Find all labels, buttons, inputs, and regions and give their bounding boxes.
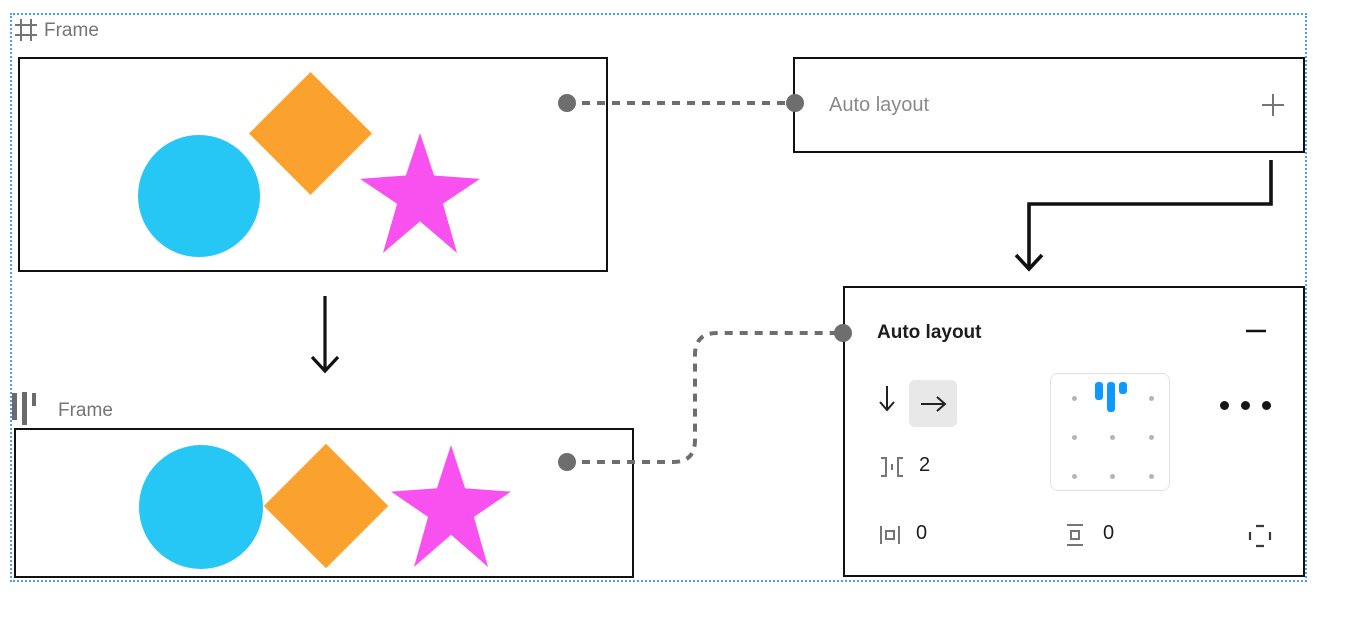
diamond-shape <box>248 71 373 196</box>
vertical-padding-value[interactable]: 0 <box>1103 522 1115 544</box>
horizontal-padding-icon <box>878 523 902 547</box>
align-dot <box>1149 474 1154 479</box>
frame-top-label: Frame <box>44 20 99 41</box>
align-dot <box>1072 396 1077 401</box>
ellipsis-icon[interactable] <box>1220 401 1271 410</box>
align-dot <box>1072 474 1077 479</box>
auto-layout-panel-expanded: Auto layout 2 0 0 <box>843 286 1305 577</box>
circle-shape <box>138 135 260 257</box>
spacing-value[interactable]: 2 <box>919 454 931 476</box>
auto-layout-frame-icon <box>12 392 38 425</box>
plus-icon[interactable] <box>1259 91 1287 119</box>
individual-padding-icon[interactable] <box>1247 523 1273 549</box>
frame-grid-icon <box>14 18 38 42</box>
frame-bottom <box>14 428 634 578</box>
arrow-right-icon <box>918 394 949 414</box>
align-dot <box>1149 396 1154 401</box>
canvas-selection-border <box>10 13 1307 582</box>
auto-layout-panel-collapsed: Auto layout <box>793 57 1305 153</box>
vertical-padding-icon <box>1063 522 1087 548</box>
alignment-indicator-bar <box>1095 382 1103 400</box>
arrow-down-icon[interactable] <box>877 383 897 414</box>
frame-bottom-label: Frame <box>58 400 113 421</box>
circle-shape <box>139 445 263 569</box>
frame-top <box>18 57 608 272</box>
align-dot <box>1072 435 1077 440</box>
align-dot <box>1110 435 1115 440</box>
diamond-shape <box>263 443 389 569</box>
star-shape <box>360 133 480 253</box>
gap-between-items-icon <box>879 455 905 479</box>
alignment-indicator-bar <box>1107 382 1115 412</box>
alignment-indicator-bar <box>1119 382 1127 394</box>
auto-layout-collapsed-title: Auto layout <box>829 93 930 116</box>
auto-layout-expanded-title: Auto layout <box>877 322 982 343</box>
minus-icon[interactable] <box>1245 325 1267 337</box>
align-dot <box>1149 435 1154 440</box>
align-dot <box>1110 474 1115 479</box>
horizontal-padding-value[interactable]: 0 <box>916 522 928 544</box>
alignment-grid[interactable] <box>1050 373 1170 491</box>
direction-horizontal-button[interactable] <box>909 380 957 427</box>
star-shape <box>391 445 511 567</box>
